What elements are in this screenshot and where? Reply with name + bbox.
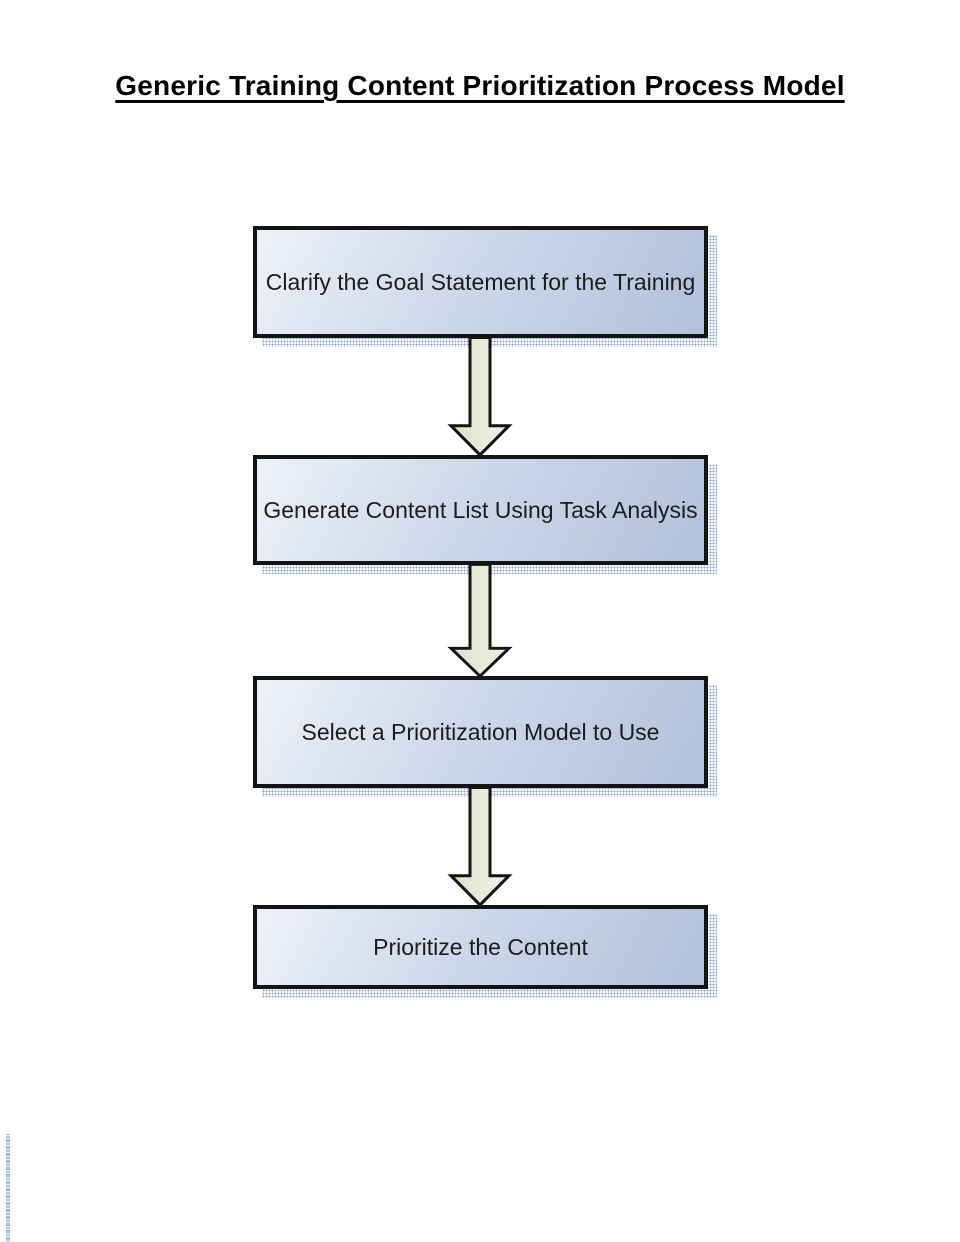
process-box-prioritize-content: Prioritize the Content	[253, 905, 708, 989]
process-box-label: Generate Content List Using Task Analysi…	[263, 496, 698, 523]
process-box-select-model: Select a Prioritization Model to Use	[253, 676, 708, 788]
diagram-title: Generic Training Content Prioritization …	[115, 70, 845, 101]
process-box-generate-content-list: Generate Content List Using Task Analysi…	[253, 455, 708, 565]
process-box-label: Prioritize the Content	[373, 933, 588, 960]
left-edge-microtext	[6, 1134, 10, 1242]
down-arrow-icon	[447, 786, 513, 907]
process-box-clarify-goal: Clarify the Goal Statement for the Train…	[253, 226, 708, 338]
down-arrow-icon	[447, 563, 513, 678]
process-box-label: Clarify the Goal Statement for the Train…	[265, 268, 696, 295]
down-arrow-icon	[447, 336, 513, 457]
process-box-label: Select a Prioritization Model to Use	[301, 718, 660, 745]
